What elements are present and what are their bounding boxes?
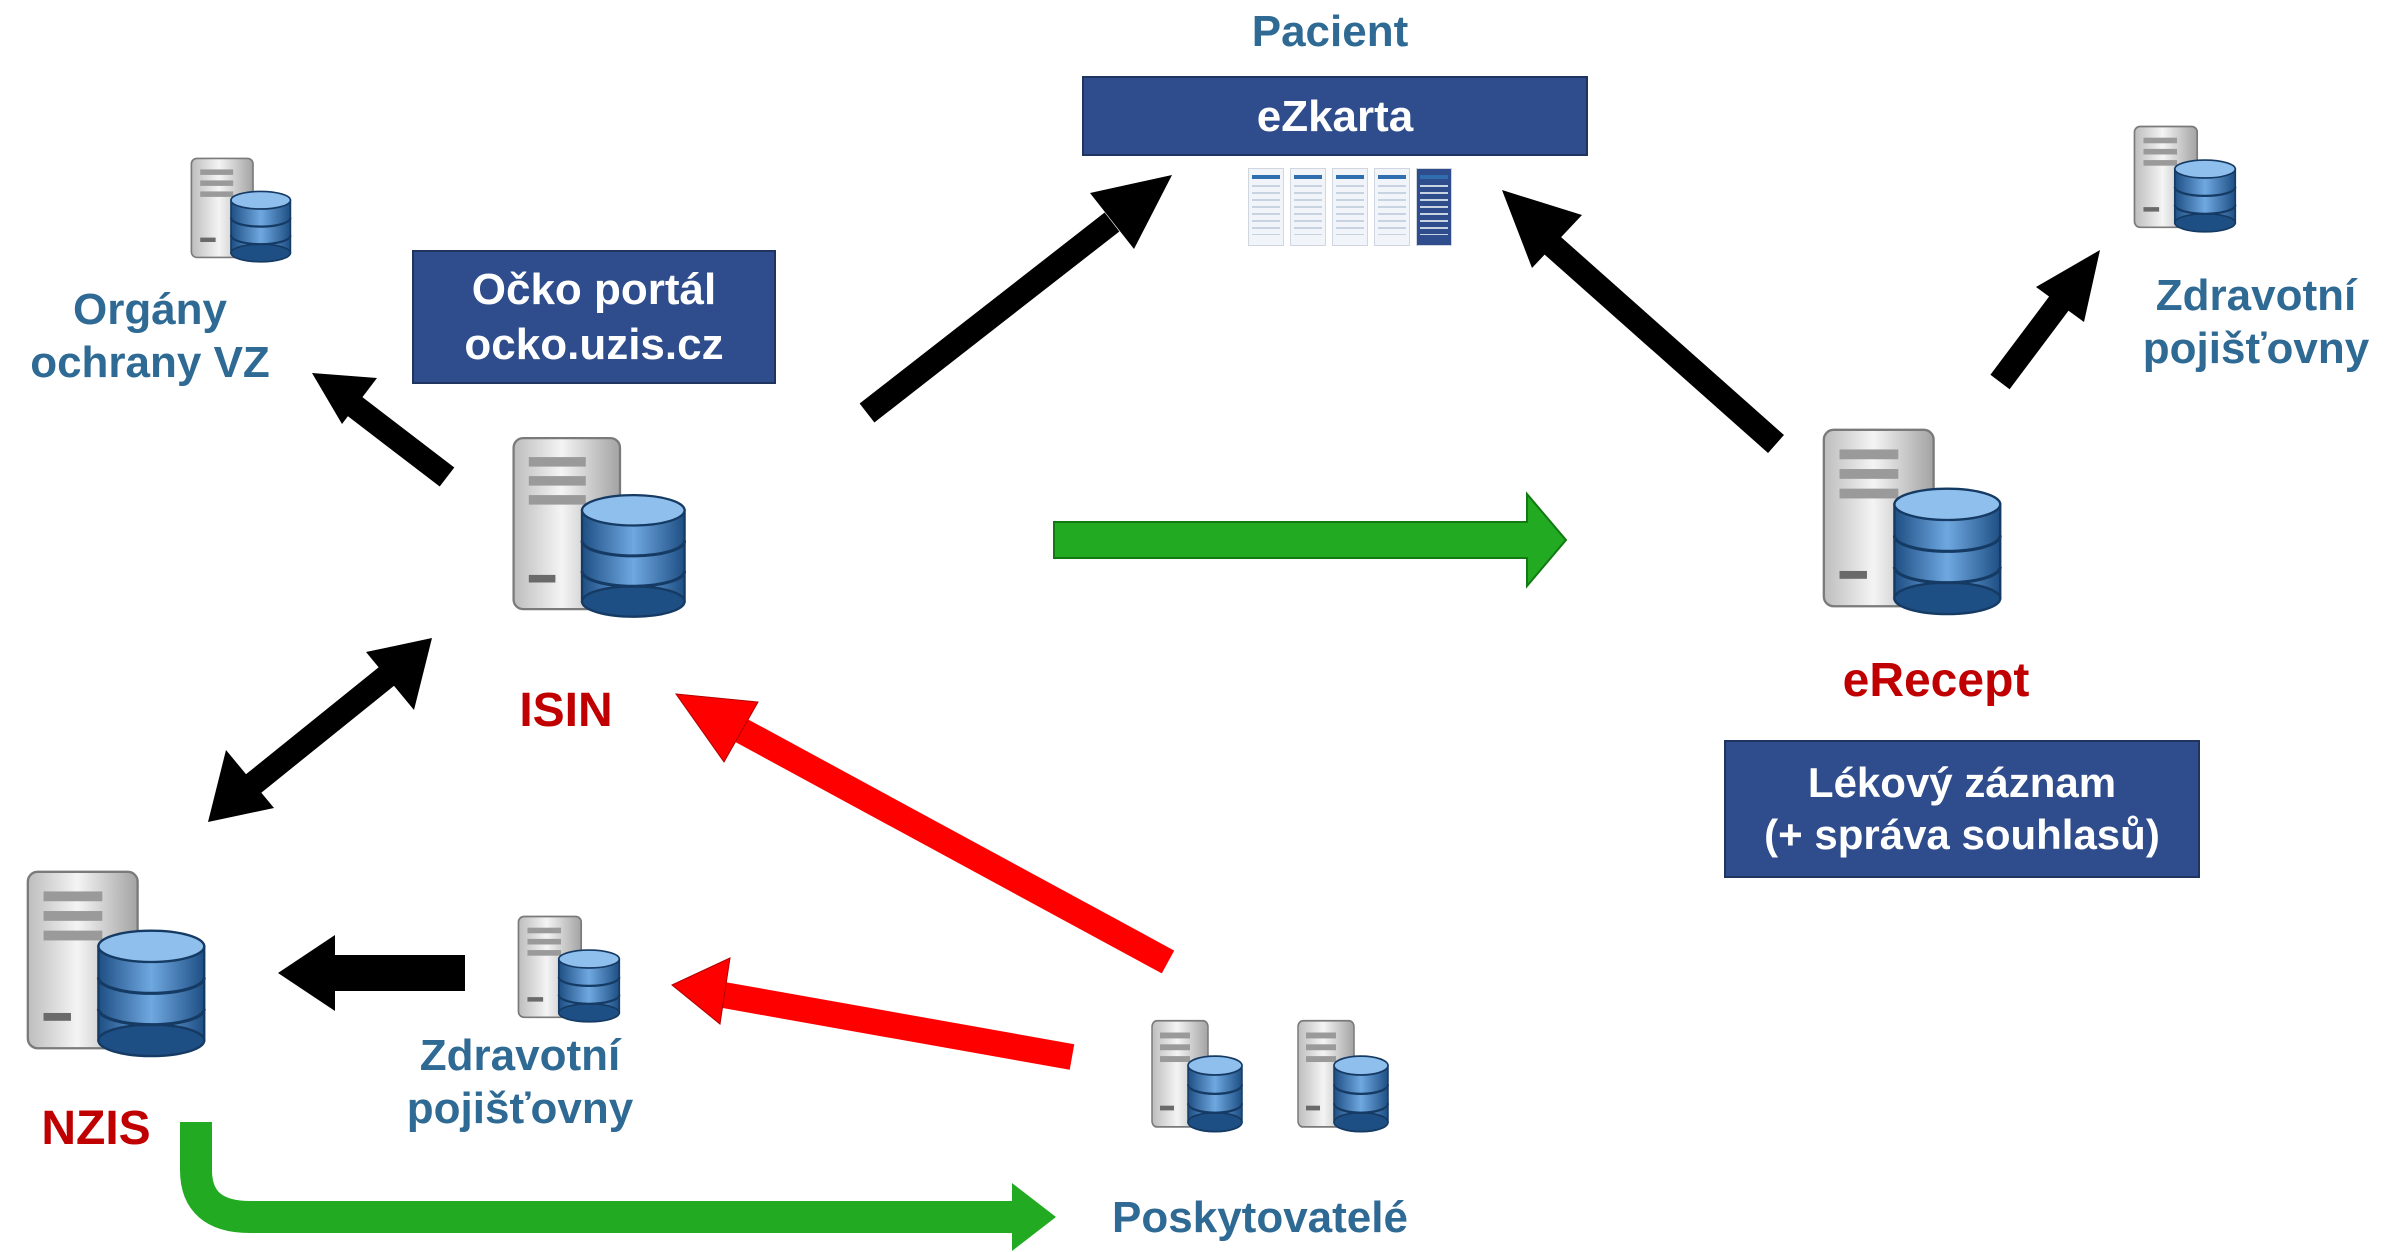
nzis-label: NZIS [41,1102,151,1155]
app-screen-thumb [1332,168,1368,246]
server-icon-poskytovatel-2 [1294,1016,1394,1134]
app-screen-thumb [1416,168,1452,246]
database-server-icon [1151,1019,1243,1133]
database-server-icon [517,915,621,1023]
database-server-icon [190,157,292,263]
server-icon-organy [186,154,298,264]
arrow-nzis-to-poskytovatele [180,1122,1056,1251]
lekovy-zaznam-subtitle: (+ správa souhlasů) [1764,811,2160,858]
zp-left-line-2: pojišťovny [406,1083,634,1133]
ocko-portal-box: Očko portál ocko.uzis.cz [412,250,776,384]
ocko-portal-url: ocko.uzis.cz [464,320,724,369]
ocko-portal-title: Očko portál [471,265,717,314]
zp-left-line-1: Zdravotní [419,1031,621,1080]
zp-left-label: Zdravotní pojišťovny [370,1030,670,1136]
arrow-erecept-to-ezkarta [1502,190,1784,453]
server-icon-poskytovatel-1 [1148,1016,1248,1134]
pacient-label: Pacient [1251,7,1409,56]
database-server-icon [1822,428,2002,616]
server-icon-nzis [20,862,216,1062]
arrow-poskytovatele-to-isin [674,693,1175,974]
arrow-isin-nzis-bidirectional [208,638,432,822]
arrow-zp-left-to-nzis [278,935,465,1011]
zp-right-line-2: pojišťovny [2142,323,2370,373]
organy-line-1: Orgány [72,285,228,334]
server-icon-erecept [1816,420,2012,620]
server-icon-isin [506,428,696,623]
organy-label: Orgány ochrany VZ [0,284,300,390]
arrow-isin-to-erecept [1053,491,1568,589]
ezkarta-label: eZkarta [1256,91,1414,141]
arrow-isin-to-organy [312,373,455,487]
arrow-poskytovatele-to-zp-left [671,957,1075,1070]
ezkarta-box: eZkarta [1082,76,1588,156]
zp-right-line-1: Zdravotní [2155,271,2357,320]
zp-right-label: Zdravotní pojišťovny [2120,270,2392,376]
app-screen-thumb [1248,168,1284,246]
app-screen-thumb [1290,168,1326,246]
arrow-erecept-to-zp-right [1990,250,2100,390]
server-icon-zp-left [514,912,626,1024]
database-server-icon [2133,125,2237,233]
database-server-icon [26,870,206,1058]
database-server-icon [1297,1019,1389,1133]
ezkarta-app-screenshot [1248,168,1452,246]
isin-label: ISIN [519,684,613,737]
arrow-isin-to-ezkarta [859,175,1172,423]
server-icon-zp-right [2130,122,2242,234]
database-server-icon [512,436,687,618]
organy-line-2: ochrany VZ [30,337,270,387]
app-screen-thumb [1374,168,1410,246]
lekovy-zaznam-box: Lékový záznam (+ správa souhlasů) [1724,740,2200,878]
lekovy-zaznam-title: Lékový záznam [1807,758,2117,806]
poskytovatele-label: Poskytovatelé [1112,1193,1408,1242]
erecept-label: eRecept [1842,654,2030,707]
